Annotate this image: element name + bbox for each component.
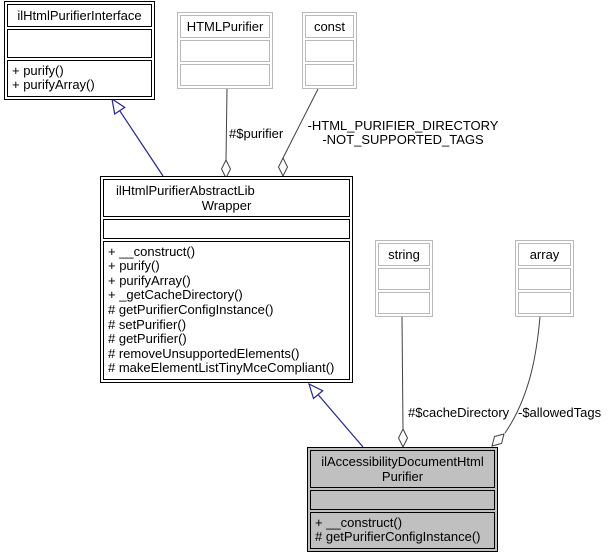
class-title-line2: Purifier [381,469,424,484]
class-methods: + purify() + purifyArray() [7,59,152,97]
edge-label-const-members: -HTML_PURIFIER_DIRECTORY -NOT_SUPPORTED_… [298,119,508,147]
method-line: + purifyArray() [12,77,95,93]
method-line: # getPurifierConfigInstance() [108,302,274,318]
class-node-string: string [375,240,433,317]
class-methods: + __construct() + purify() + purifyArray… [103,240,350,380]
class-node-array: array [515,240,574,317]
class-title-line1: ilHtmlPurifierAbstractLib [116,183,255,198]
class-node-ilaccessibilitydocumenthtmlpurifier: ilAccessibilityDocumentHtml Purifier + _… [307,447,498,552]
class-attributes-empty [305,40,354,62]
class-title-line2: Wrapper [201,198,252,213]
edge-label-purifier-member: #$purifier [229,126,284,141]
class-attributes-empty [103,219,350,239]
class-title: string [378,243,430,266]
class-title: array [518,243,571,266]
class-methods-empty [378,292,430,314]
class-node-ilhtmlpurifierinterface[interactable]: ilHtmlPurifierInterface + purify() + pur… [4,1,155,100]
method-line: + _getCacheDirectory() [108,287,243,303]
class-methods-empty [180,64,270,86]
class-attributes-empty [310,490,495,510]
edge-label-const-line2: -NOT_SUPPORTED_TAGS [322,132,484,147]
inheritance-edge-purifier-to-wrapper [308,382,364,448]
aggregation-edge-string [397,316,409,449]
method-line: + __construct() [315,514,403,530]
method-line: + __construct() [108,243,196,259]
inheritance-edge-wrapper-to-interface [111,97,164,177]
class-node-htmlpurifier: HTMLPurifier [177,12,273,89]
class-title: ilHtmlPurifierInterface [7,4,152,27]
edge-label-allowedtags: -$allowedTags [518,405,602,420]
method-line: # getPurifierConfigInstance() [315,529,481,545]
method-line: + purifyArray() [108,272,191,288]
class-methods-empty [305,64,354,86]
class-methods-empty [518,292,571,314]
aggregation-edge-array [491,316,541,447]
edge-label-cachedirectory: #$cacheDirectory [408,405,510,420]
class-title: ilAccessibilityDocumentHtml Purifier [310,450,495,488]
class-methods: + __construct() # getPurifierConfigInsta… [310,511,495,549]
class-title-line1: ilAccessibilityDocumentHtml [321,454,484,469]
edge-label-const-line1: -HTML_PURIFIER_DIRECTORY [307,118,499,133]
method-line: + purify() [12,62,64,78]
method-line: # makeElementListTinyMceCompliant() [108,360,335,376]
class-attributes-empty [378,268,430,290]
class-title: HTMLPurifier [180,15,270,38]
class-attributes-empty [518,268,571,290]
class-attributes-empty [7,29,152,58]
class-title: ilHtmlPurifierAbstractLib Wrapper [103,179,350,217]
class-node-const: const [302,12,357,89]
method-line: # setPurifier() [108,316,187,332]
class-title: const [305,15,354,38]
method-line: # getPurifier() [108,331,187,347]
method-line: + purify() [108,258,160,274]
class-node-ilhtmlpurifierabstractlibwrapper[interactable]: ilHtmlPurifierAbstractLib Wrapper + __co… [100,176,353,383]
method-line: # removeUnsupportedElements() [108,345,300,361]
class-attributes-empty [180,40,270,62]
